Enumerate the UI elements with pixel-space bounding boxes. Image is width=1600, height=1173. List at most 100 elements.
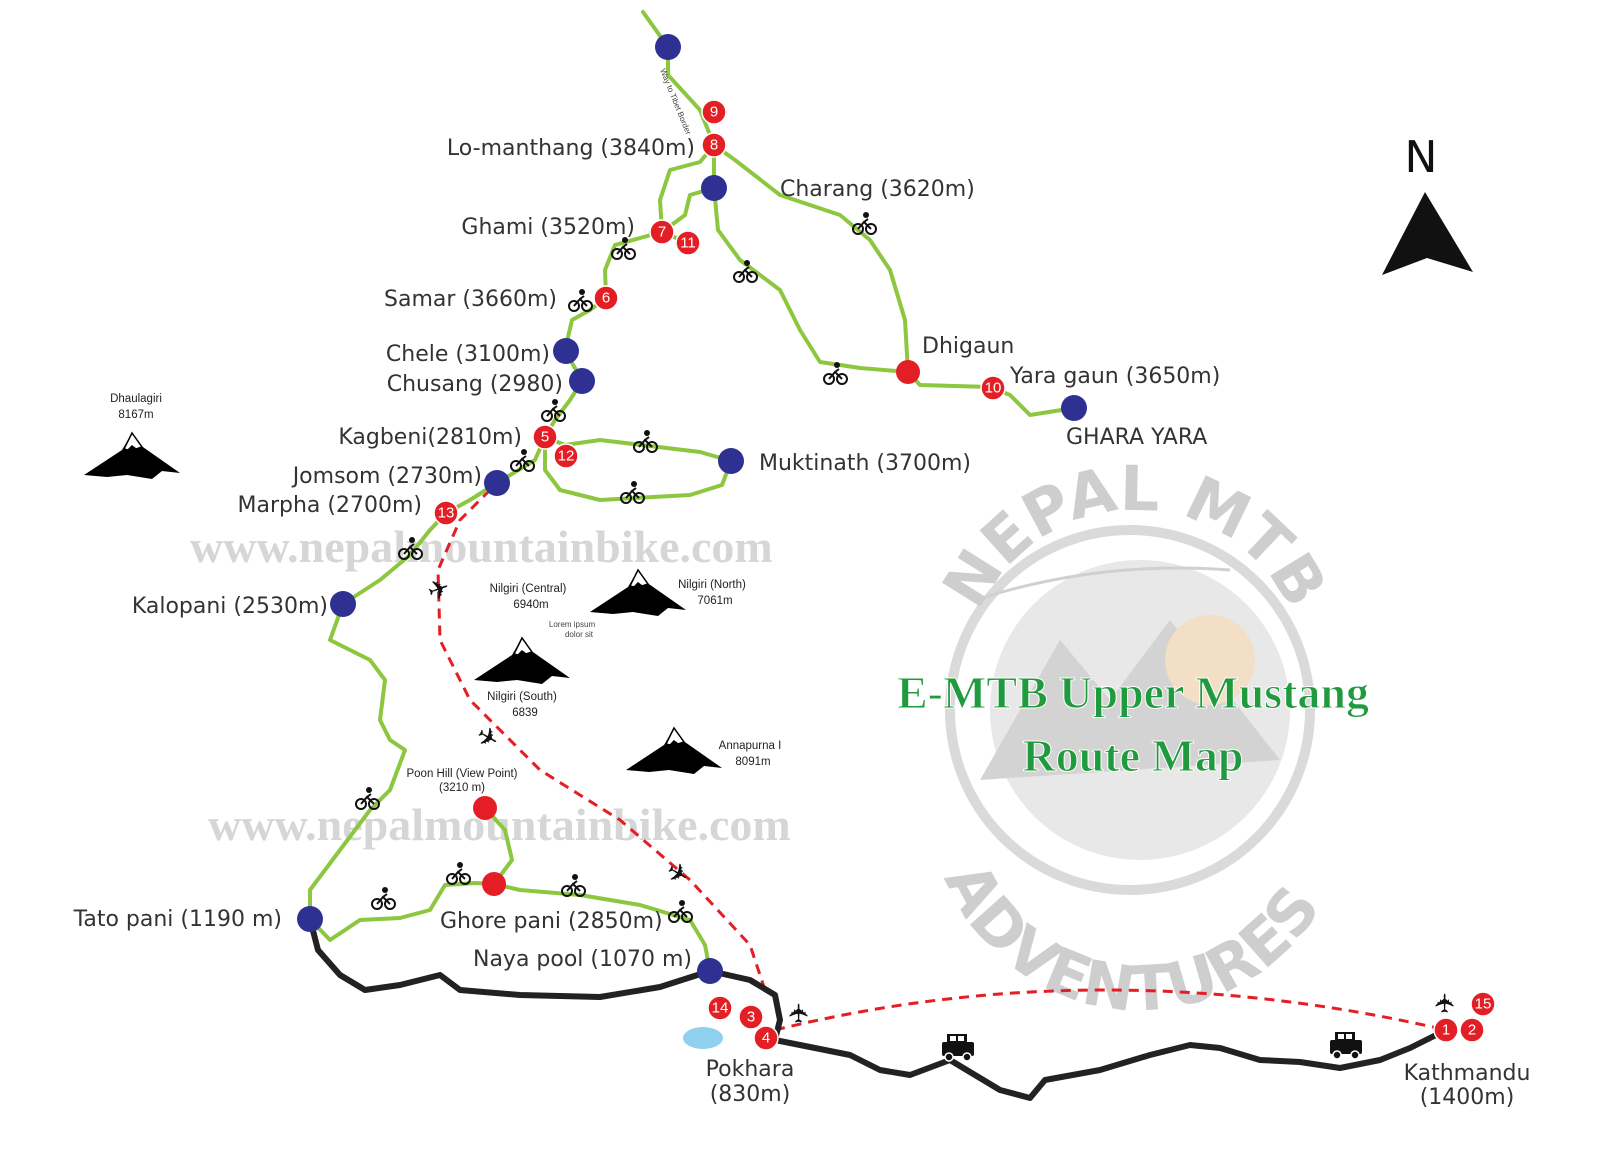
stop-marker-nayapool[interactable]: [697, 958, 723, 984]
svg-text:5: 5: [541, 429, 549, 446]
place-label-chele: Chele (3100m): [386, 342, 550, 367]
stage-marker-6[interactable]: 6: [593, 285, 619, 311]
bicycle-icon: [568, 288, 593, 312]
north-arrow-icon: [1382, 192, 1473, 275]
place-label-dhigaun: Dhigaun: [922, 334, 1014, 359]
place-label-poonhill-elevation: (3210 m): [439, 782, 485, 794]
stage-marker-7[interactable]: 7: [649, 219, 675, 245]
mountain-icon: [473, 637, 571, 685]
svg-text:Nilgiri (Central): Nilgiri (Central): [490, 583, 567, 595]
airplane-icon: ✈: [785, 1002, 815, 1024]
svg-text:7061m: 7061m: [697, 595, 732, 607]
place-label-kagbeni: Kagbeni(2810m): [338, 425, 522, 450]
place-label-kathmandu-elevation: (1400m): [1420, 1085, 1515, 1110]
flight-path-pokhara-jomsom: [436, 481, 767, 991]
stage-marker-10[interactable]: 10: [980, 375, 1006, 401]
stage-marker-1[interactable]: 1: [1433, 1017, 1459, 1043]
stop-marker-tatopani[interactable]: [297, 906, 323, 932]
place-label-yaragaun: Yara gaun (3650m): [1009, 364, 1220, 389]
stage-marker-13[interactable]: 13: [433, 500, 459, 526]
place-label-muktinath: Muktinath (3700m): [759, 451, 971, 476]
stage-marker-11[interactable]: 11: [675, 230, 701, 256]
mountain-labels: Dhaulagiri 8167m Nilgiri (Central) 6940m…: [110, 393, 781, 768]
place-label-pokhara: Pokhara: [706, 1057, 795, 1082]
lake: [683, 1027, 723, 1049]
airplane-icon: ✈: [424, 573, 455, 609]
svg-text:12: 12: [558, 448, 575, 465]
north-label: N: [1405, 132, 1438, 183]
place-label-chusang: Chusang (2980): [387, 372, 563, 397]
place-label-lomanthang: Lo-manthang (3840m): [447, 136, 695, 161]
svg-text:13: 13: [438, 505, 455, 522]
place-labels: Lo-manthang (3840m) Charang (3620m) Gham…: [73, 136, 1531, 1110]
stop-markers: [297, 34, 1087, 984]
stage-marker-8[interactable]: 8: [701, 132, 727, 158]
flight-path-pokhara-kathmandu: [774, 988, 1447, 1032]
svg-text:8091m: 8091m: [735, 756, 770, 768]
stage-marker-3[interactable]: 3: [738, 1004, 764, 1030]
svg-text:10: 10: [985, 380, 1002, 397]
stage-marker-12[interactable]: 12: [553, 443, 579, 469]
svg-text:6839: 6839: [512, 707, 538, 719]
map-subtitle: Route Map: [1022, 730, 1243, 781]
bicycle-icon: [633, 429, 658, 453]
svg-text:11: 11: [680, 235, 696, 252]
airplane-icon: ✈: [470, 720, 504, 757]
stop-marker-chele[interactable]: [553, 338, 579, 364]
svg-text:Lorem ipsum: Lorem ipsum: [549, 620, 596, 629]
stop-marker-kalopani[interactable]: [330, 591, 356, 617]
stage-markers: 9 8 7 11 6 5 12 13 10 14 3 4 1 2 15: [433, 99, 1496, 1051]
place-label-gharayara: GHARA YARA: [1066, 425, 1207, 450]
place-label-poonhill: Poon Hill (View Point): [406, 768, 517, 780]
stage-marker-14[interactable]: 14: [707, 995, 733, 1021]
svg-text:4: 4: [762, 1030, 770, 1047]
stage-marker-9[interactable]: 9: [701, 99, 727, 125]
svg-text:9: 9: [710, 104, 718, 121]
place-label-jomsom: Jomsom (2730m): [291, 464, 482, 489]
place-label-marpha: Marpha (2700m): [238, 493, 422, 518]
stop-marker-dhigaun[interactable]: [896, 360, 920, 384]
route-note: Way to Tibet Border: [658, 67, 693, 136]
mountain-icon: [83, 432, 181, 480]
stage-marker-4[interactable]: 4: [753, 1025, 779, 1051]
svg-text:6940m: 6940m: [513, 599, 548, 611]
svg-text:Annapurna I: Annapurna I: [719, 740, 782, 752]
bicycle-icon: [446, 861, 471, 885]
svg-text:2: 2: [1468, 1022, 1476, 1039]
mountain-icon: [589, 569, 687, 617]
stop-marker-ghorepani[interactable]: [482, 872, 506, 896]
svg-text:Nilgiri (South): Nilgiri (South): [487, 691, 557, 703]
stop-marker-gharayara[interactable]: [1061, 395, 1087, 421]
place-label-ghorepani: Ghore pani (2850m): [440, 909, 663, 934]
stop-marker[interactable]: [655, 34, 681, 60]
watermark-text: www.nepalmountainbike.com: [190, 521, 773, 572]
bicycle-icon: [371, 886, 396, 910]
place-label-pokhara-elevation: (830m): [710, 1082, 791, 1107]
mountain-icon: [625, 727, 723, 775]
airplane-icon: ✈: [1431, 992, 1461, 1014]
svg-text:3: 3: [747, 1009, 755, 1026]
stop-marker-jomsom[interactable]: [484, 470, 510, 496]
svg-text:15: 15: [1475, 996, 1492, 1013]
svg-text:14: 14: [712, 1000, 729, 1017]
place-label-kathmandu: Kathmandu: [1404, 1061, 1531, 1086]
stop-marker-muktinath[interactable]: [718, 448, 744, 474]
place-label-kalopani: Kalopani (2530m): [132, 594, 328, 619]
stage-marker-2[interactable]: 2: [1459, 1017, 1485, 1043]
stop-marker-poonhill[interactable]: [473, 796, 497, 820]
stage-marker-5[interactable]: 5: [532, 424, 558, 450]
place-label-samar: Samar (3660m): [384, 287, 557, 312]
svg-text:8167m: 8167m: [118, 409, 153, 421]
stop-marker[interactable]: [701, 175, 727, 201]
jeep-icon: [941, 1033, 975, 1062]
svg-text:Nilgiri (North): Nilgiri (North): [678, 579, 746, 591]
svg-text:1: 1: [1442, 1022, 1450, 1039]
stage-marker-15[interactable]: 15: [1470, 991, 1496, 1017]
place-label-charang: Charang (3620m): [780, 177, 975, 202]
place-label-tatopani: Tato pani (1190 m): [73, 907, 282, 932]
stop-marker-chusang[interactable]: [569, 368, 595, 394]
svg-text:6: 6: [602, 290, 610, 307]
road-route: [307, 916, 1449, 1101]
airplane-icon: ✈: [660, 856, 694, 893]
